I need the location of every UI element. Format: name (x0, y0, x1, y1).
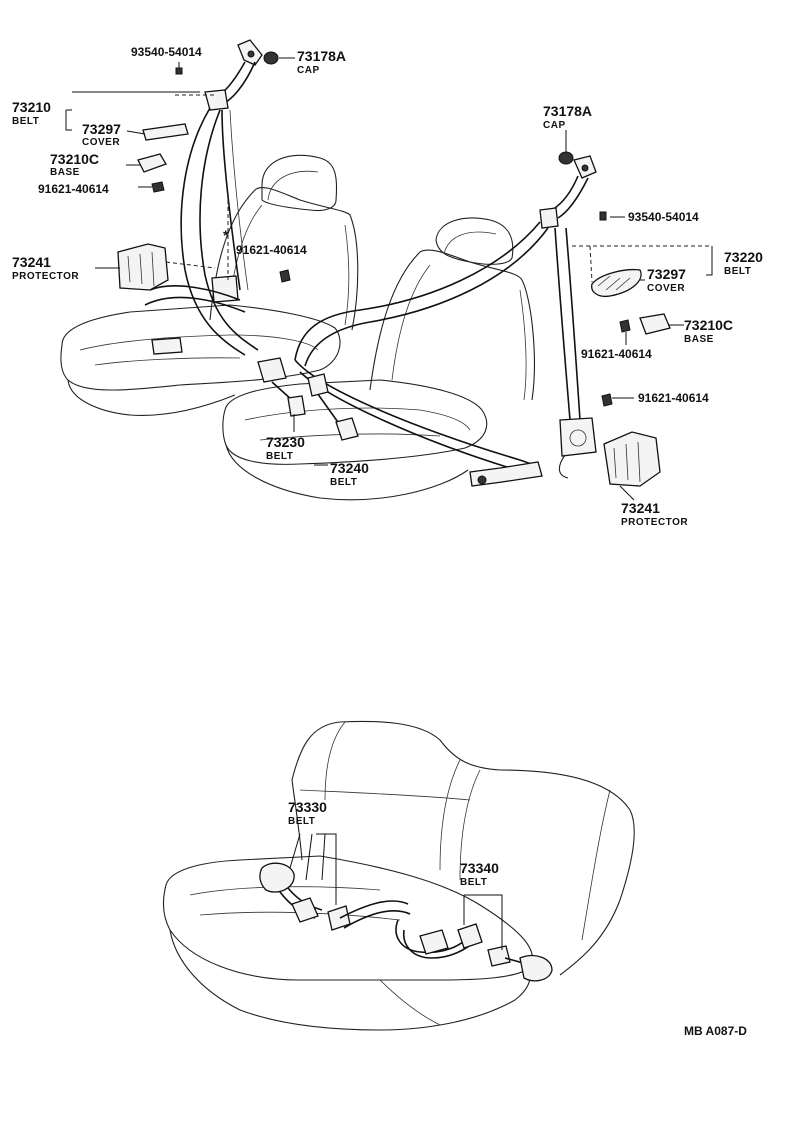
label-belt-73330-name: BELT (288, 816, 315, 827)
label-cap-73178a-right: 73178A (543, 103, 592, 119)
bolt-91621-left-a-drawing (151, 181, 165, 193)
rear-belt-73330-drawing (259, 862, 411, 931)
label-bolt-91621-left-b: 91621-40614 (236, 243, 307, 257)
label-belt-73210-name: BELT (12, 116, 39, 127)
bolt-93540-right-drawing (599, 211, 607, 221)
bolt-93540-left-drawing (175, 62, 183, 75)
cover-left-drawing (142, 123, 189, 141)
base-right-drawing (639, 313, 671, 335)
base-left-drawing (137, 153, 167, 173)
front-right-belt-assembly (294, 155, 597, 487)
front-left-seat-drawing (60, 154, 359, 416)
drawing-code: MB A087-D (684, 1024, 747, 1038)
label-cap-right-name: CAP (543, 120, 566, 131)
cap-right-drawing (558, 151, 574, 165)
label-belt-73340: 73340 (460, 860, 499, 876)
label-cover-left-name: COVER (82, 137, 120, 148)
label-belt-73210: 73210 (12, 99, 51, 115)
label-cap-73178a-left: 73178A (297, 48, 346, 64)
bolt-91621-right-a-drawing (619, 319, 631, 333)
label-belt-73220: 73220 (724, 249, 763, 265)
label-protector-73241-right: 73241 (621, 500, 660, 516)
protector-left-drawing (117, 243, 169, 291)
label-belt-73340-name: BELT (460, 877, 487, 888)
label-cover-73297-right: 73297 (647, 266, 686, 282)
label-belt-73230-name: BELT (266, 451, 293, 462)
label-protector-right-name: PROTECTOR (621, 517, 688, 528)
label-bolt-93540-left: 93540-54014 (131, 45, 202, 59)
label-belt-73330: 73330 (288, 799, 327, 815)
label-base-73210c-right: 73210C (684, 317, 733, 333)
label-belt-73230: 73230 (266, 434, 305, 450)
bolt-91621-right-b-drawing (601, 393, 613, 407)
leader-lines (65, 57, 713, 950)
label-cap-left-name: CAP (297, 65, 320, 76)
label-bolt-91621-left-a: 91621-40614 (38, 182, 109, 196)
label-base-73210c-left: 73210C (50, 151, 99, 167)
label-bolt-93540-right: 93540-54014 (628, 210, 699, 224)
cap-left-drawing (263, 51, 279, 65)
label-belt-73240-name: BELT (330, 477, 357, 488)
cover-right-drawing (591, 268, 642, 298)
label-belt-73240: 73240 (330, 460, 369, 476)
label-protector-73241-left: 73241 (12, 254, 51, 270)
label-base-right-name: BASE (684, 334, 714, 345)
label-asterisk-mark: * (223, 227, 229, 243)
protector-right-drawing (603, 431, 661, 487)
label-cover-right-name: COVER (647, 283, 685, 294)
bolt-91621-left-b-drawing (279, 269, 291, 283)
label-base-left-name: BASE (50, 167, 80, 178)
label-bolt-91621-right-a: 91621-40614 (581, 347, 652, 361)
label-protector-left-name: PROTECTOR (12, 271, 79, 282)
label-bolt-91621-right-b: 91621-40614 (638, 391, 709, 405)
label-belt-73220-name: BELT (724, 266, 751, 277)
rear-seat-drawing (162, 720, 635, 1031)
label-cover-73297-left: 73297 (82, 121, 121, 137)
front-left-belt-assembly (144, 39, 306, 417)
rear-belt-73340-drawing (395, 919, 553, 982)
